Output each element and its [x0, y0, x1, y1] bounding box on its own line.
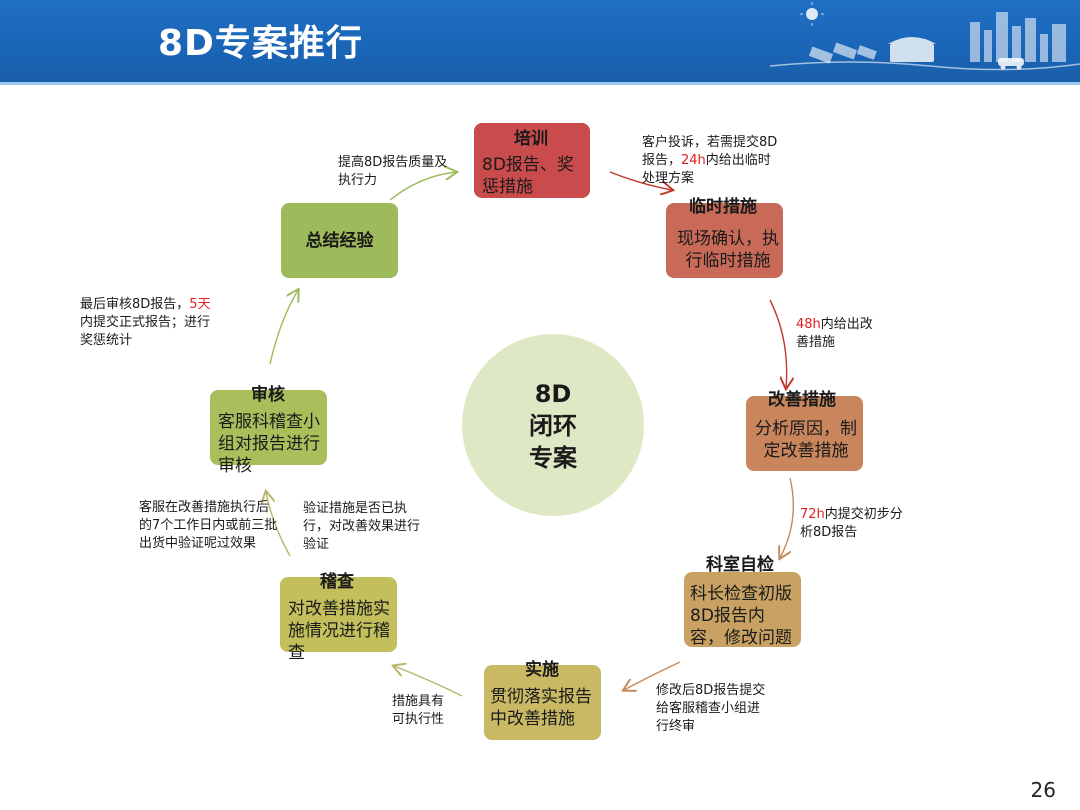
arrow-review-to-summary [269, 290, 298, 365]
note-executable: 措施具有可执行性 [392, 694, 445, 727]
note-final-review: 最后审核8D报告，5天内提交正式报告；进行奖惩统计 [80, 297, 211, 348]
note-verify-effect: 客服在改善措施执行后的7个工作日内或前三批出货中验证呢过效果 [139, 500, 278, 551]
step-box-implement [484, 665, 601, 740]
page-number: 26 [1030, 778, 1056, 802]
arrow-audit-to-review [266, 492, 291, 557]
step-text-review: 客服科稽查小组对报告进行审核 [218, 412, 320, 476]
step-title-audit: 稽查 [320, 572, 354, 592]
note-customer-complaint: 客户投诉，若需提交8D报告，24h内给出临时处理方案 [642, 135, 778, 186]
step-box-audit [280, 577, 397, 652]
step-text-implement: 贯彻落实报告中改善措施 [490, 687, 592, 729]
step-title-temporary: 临时措施 [689, 197, 757, 217]
step-title-selfcheck: 科室自检 [706, 555, 774, 575]
center-label: 8D 闭环 专案 [462, 378, 644, 474]
center-circle [462, 334, 644, 516]
step-text-audit: 对改善措施实施情况进行稽查 [288, 599, 390, 663]
arrow-summary-to-training [389, 172, 456, 201]
step-title-improvement: 改善措施 [768, 390, 836, 410]
note-48h: 48h内给出改善措施 [796, 317, 873, 350]
step-title-implement: 实施 [525, 660, 559, 680]
step-text-training: 8D报告、奖惩措施 [482, 155, 574, 197]
arrow-improve-to-selfcheck [780, 477, 794, 558]
page-title: 8D专案推行 [158, 23, 363, 64]
step-box-temporary [666, 203, 783, 278]
note-72h: 72h内提交初步分析8D报告 [800, 507, 903, 540]
step-box-review [210, 390, 327, 465]
center-line-2: 闭环 [529, 412, 577, 440]
arrow-selfcheck-to-implement [624, 661, 681, 690]
step-box-improvement [746, 396, 863, 471]
step-text-selfcheck: 科长检查初版8D报告内容，修改问题 [690, 584, 792, 648]
header-underline [0, 82, 1080, 85]
arrow-temp-to-improve [769, 299, 787, 388]
step-box-training [474, 123, 590, 198]
step-title-training: 培训 [514, 129, 548, 149]
arrow-implement-to-audit [394, 666, 463, 697]
note-improve-quality: 提高8D报告质量及执行力 [338, 155, 448, 188]
note-revised-report: 修改后8D报告提交给客服稽查小组进行终审 [656, 683, 766, 734]
center-line-3: 专案 [529, 444, 577, 472]
arrow-training-to-temp [609, 171, 672, 190]
city-skyline-decoration [770, 2, 1080, 71]
step-text-summary: 总结经验 [305, 231, 374, 251]
step-box-selfcheck [684, 572, 801, 647]
note-verify-measures: 验证措施是否已执行，对改善效果进行验证 [303, 501, 421, 552]
step-text-improvement: 分析原因，制定改善措施 [755, 419, 857, 461]
step-text-temporary: 现场确认，执行临时措施 [677, 229, 779, 271]
center-line-1: 8D [534, 380, 572, 408]
step-box-summary [281, 203, 398, 278]
step-title-review: 审核 [251, 385, 285, 405]
